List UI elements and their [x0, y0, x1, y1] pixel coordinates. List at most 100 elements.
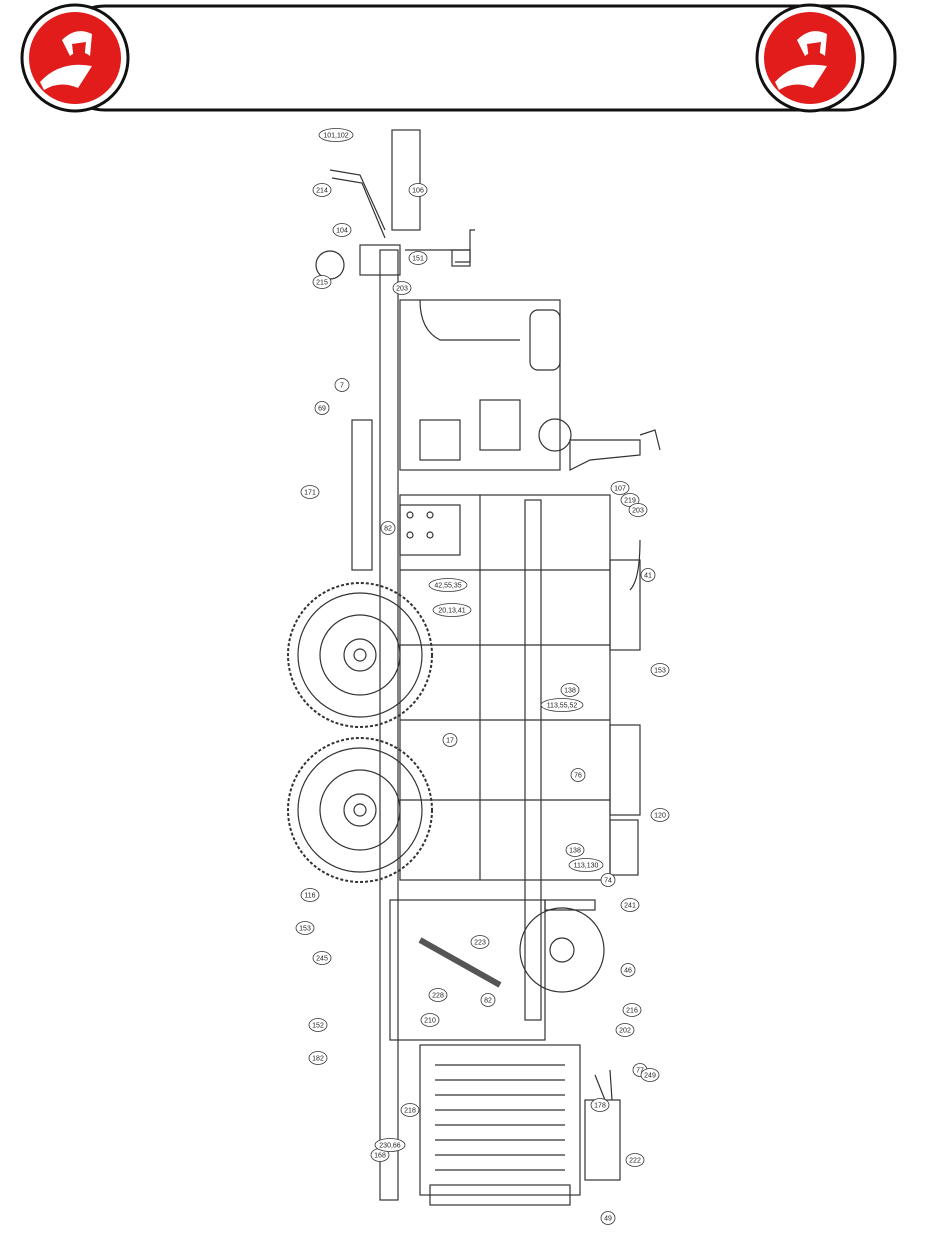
callout-38: 218	[401, 1104, 419, 1117]
frame-rail-left	[380, 250, 398, 1200]
callout-label: 203	[632, 508, 644, 515]
callout-41: 230,66	[375, 1139, 405, 1152]
callout-label: 151	[412, 256, 424, 263]
callout-label: 223	[474, 940, 486, 947]
callout-3: 151	[409, 252, 427, 265]
callout-19: 17	[443, 734, 457, 747]
frame-rail-right	[525, 500, 541, 1020]
callout-7: 7	[335, 379, 349, 392]
callout-44: 20,13,41	[433, 604, 471, 617]
callout-27: 245	[313, 952, 331, 965]
callout-22: 138	[566, 844, 584, 857]
callout-label: 153	[299, 926, 311, 933]
callout-label: 76	[574, 773, 582, 780]
callout-label: 41	[644, 573, 652, 580]
air-cleaner	[539, 419, 571, 451]
callout-6: 104	[333, 224, 351, 237]
callout-layer: 101,102106214151215203104769171821072192…	[296, 129, 669, 1225]
callout-label: 106	[412, 188, 424, 195]
callout-label: 171	[304, 490, 316, 497]
header-banner	[0, 0, 950, 120]
wheel-rear	[288, 738, 432, 882]
callout-46: 210	[421, 1014, 439, 1027]
callout-label: 214	[316, 188, 328, 195]
callout-label: 69	[318, 406, 326, 413]
callout-4: 215	[313, 276, 331, 289]
callout-label: 152	[312, 1023, 324, 1030]
tool-box	[585, 1100, 620, 1180]
callout-0: 101,102	[319, 129, 353, 142]
callout-label: 7	[340, 383, 344, 390]
callout-15: 153	[651, 664, 669, 677]
callout-label: 17	[446, 738, 454, 745]
callout-label: 210	[424, 1018, 436, 1025]
callout-2: 214	[313, 184, 331, 197]
callout-26: 153	[296, 922, 314, 935]
callout-label: 49	[604, 1216, 612, 1223]
wheel-front	[288, 583, 432, 727]
callout-24: 74	[601, 874, 615, 887]
callout-label: 178	[594, 1103, 606, 1110]
callout-35: 178	[591, 1099, 609, 1112]
callout-label: 101,102	[323, 133, 348, 140]
callout-25: 241	[621, 899, 639, 912]
callout-5: 203	[393, 282, 411, 295]
callout-label: 245	[316, 956, 328, 963]
callout-label: 107	[614, 486, 626, 493]
hitch-bracket	[392, 130, 420, 230]
callout-label: 138	[564, 688, 576, 695]
callout-10: 82	[381, 522, 395, 535]
hose-reel-large	[420, 1045, 580, 1205]
callout-30: 82	[481, 994, 495, 1007]
hose-reel-small	[520, 900, 604, 992]
callout-label: 82	[484, 998, 492, 1005]
callout-label: 218	[404, 1108, 416, 1115]
callout-8: 69	[315, 402, 329, 415]
callout-31: 228	[429, 989, 447, 1002]
callout-label: 46	[624, 968, 632, 975]
callout-label: 20,13,41	[438, 608, 465, 615]
callout-label: 228	[432, 993, 444, 1000]
callout-36: 249	[641, 1069, 659, 1082]
callout-45: 42,55,35	[429, 579, 467, 592]
callout-label: 203	[396, 286, 408, 293]
parts-assembly-drawing: 101,102106214151215203104769171821072192…	[0, 118, 950, 1254]
callout-16: 76	[571, 769, 585, 782]
callout-20: 120	[651, 809, 669, 822]
callout-label: 74	[604, 878, 612, 885]
jack-wheel	[316, 251, 344, 279]
callout-label: 241	[624, 903, 636, 910]
callout-32: 216	[623, 1004, 641, 1017]
callout-23: 113,130	[569, 859, 603, 872]
callout-label: 216	[626, 1008, 638, 1015]
callout-label: 113,55,52	[547, 703, 578, 710]
callout-label: 116	[304, 893, 315, 900]
callout-label: 249	[644, 1073, 656, 1080]
callout-label: 138	[569, 848, 581, 855]
callout-42: 152	[309, 1019, 327, 1032]
callout-label: 222	[629, 1158, 641, 1165]
callout-40: 49	[601, 1212, 615, 1225]
callout-1: 106	[409, 184, 427, 197]
callout-label: 42,55,35	[434, 583, 461, 590]
callout-label: 230,66	[379, 1143, 401, 1150]
callout-18: 113,55,52	[541, 699, 583, 712]
callout-21: 116	[301, 889, 319, 902]
callout-9: 171	[301, 486, 319, 499]
callout-label: 104	[336, 228, 348, 235]
callout-11: 107	[611, 482, 629, 495]
callout-29: 46	[621, 964, 635, 977]
callout-17: 138	[561, 684, 579, 697]
callout-label: 168	[374, 1153, 386, 1160]
callout-label: 182	[312, 1056, 324, 1063]
drive-shaft	[352, 420, 372, 570]
callout-label: 113,130	[574, 863, 599, 870]
callout-label: 202	[619, 1028, 631, 1035]
callout-label: 153	[654, 668, 666, 675]
callout-label: 82	[384, 526, 392, 533]
callout-37: 222	[626, 1154, 644, 1167]
callout-label: 120	[654, 813, 666, 820]
callout-label: 219	[624, 498, 636, 505]
callout-label: 215	[316, 280, 328, 287]
logo-right	[757, 5, 863, 111]
